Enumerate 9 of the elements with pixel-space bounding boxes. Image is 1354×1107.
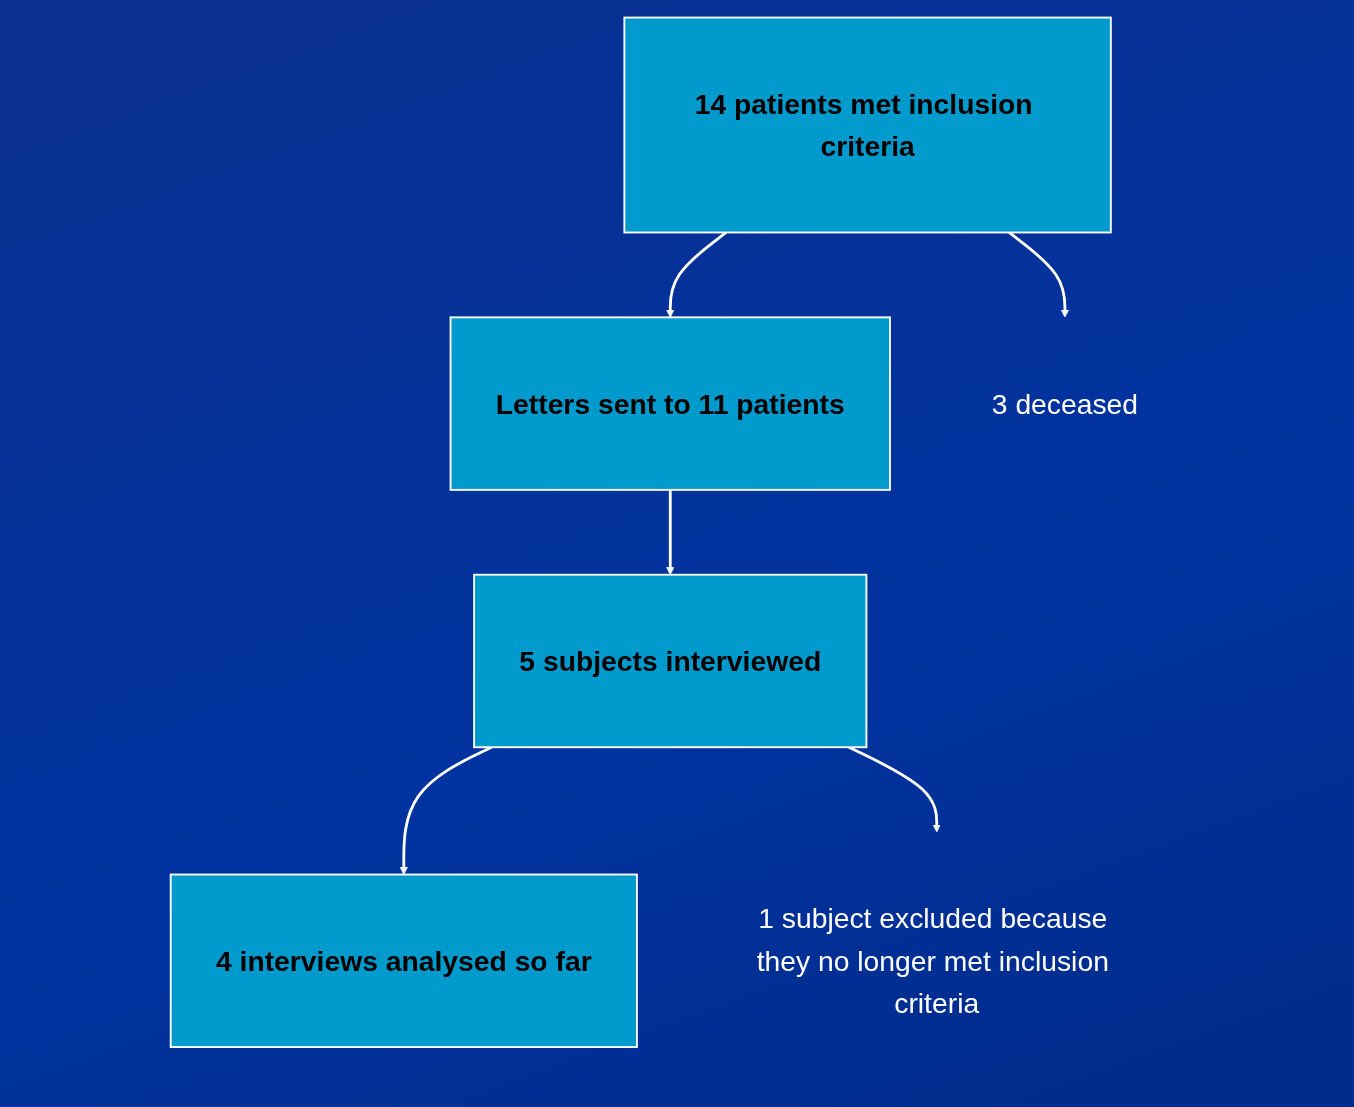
node-box: Letters sent to 11 patients	[449, 316, 891, 491]
node-box: 14 patients met inclusion criteria	[623, 16, 1112, 234]
node-text: 3 deceased	[991, 388, 1139, 420]
node-text: 1 subject excluded because they no longer met inclusion criteria	[756, 902, 1109, 1019]
arrow	[666, 489, 675, 576]
node-box: 4 interviews analysed so far	[169, 873, 638, 1048]
node-box: 5 subjects interviewed	[473, 573, 868, 749]
arrow	[666, 231, 727, 318]
arrow	[1008, 231, 1070, 318]
